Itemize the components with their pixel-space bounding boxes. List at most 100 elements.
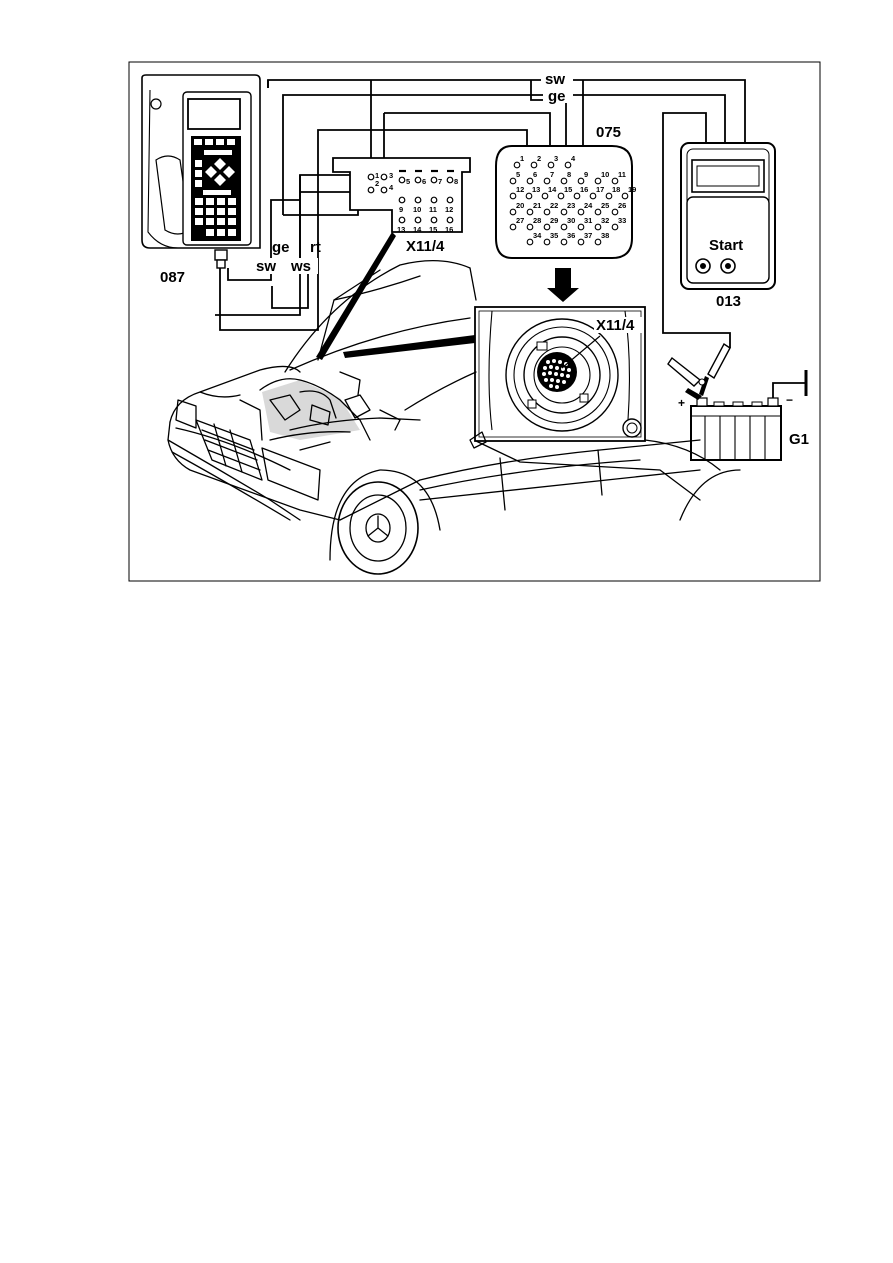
- wire-label-sw-left: sw: [256, 258, 276, 275]
- tester-013-lead-left: [662, 112, 731, 348]
- x11-pin-14: 14: [413, 225, 422, 234]
- box075-pin-label: 12: [516, 185, 524, 194]
- box075-pin-14: [541, 192, 549, 200]
- box075-pin-28: [526, 223, 534, 231]
- detail-x11-4-label: X11/4: [596, 317, 635, 334]
- box075-pin-label: 32: [601, 216, 609, 225]
- connector-x11-4-label: X11/4: [406, 238, 445, 255]
- x11-pin-6: 6: [422, 177, 426, 186]
- x11-pin-11: 11: [429, 205, 437, 214]
- box075-pin-2: [530, 161, 538, 169]
- box075-pin-4: [564, 161, 572, 169]
- box075-pin-label: 35: [550, 231, 558, 240]
- wire-label-rt-left: rt: [310, 239, 321, 256]
- box075-pin-label: 14: [548, 185, 557, 194]
- tester-display: [187, 98, 241, 130]
- engine-bay: [262, 380, 360, 440]
- x11-pin-10: 10: [413, 205, 421, 214]
- connector-leader: [316, 232, 396, 360]
- wire-color-labels: sw ge ge rt sw ws: [253, 71, 573, 275]
- box075-pin-17: [589, 192, 597, 200]
- x11-pin-12: 12: [445, 205, 453, 214]
- box075-pin-label: 26: [618, 201, 626, 210]
- box075-pin-33: [611, 223, 619, 231]
- start-label: Start: [709, 237, 743, 254]
- box075-pin-label: 6: [533, 170, 537, 179]
- tester-087-label: 087: [160, 269, 185, 286]
- box075-pin-label: 21: [533, 201, 541, 210]
- box075-pin-label: 3: [554, 154, 558, 163]
- x11-pin-4: 4: [389, 183, 394, 192]
- box075-pin-27: [509, 223, 517, 231]
- box075-pin-7: [543, 177, 551, 185]
- battery-plus: +: [678, 396, 685, 410]
- box075-pin-31: [577, 223, 585, 231]
- tester-mount-hole: [150, 98, 162, 110]
- box075-pin-label: 28: [533, 216, 541, 225]
- box075-pin-36: [560, 238, 568, 246]
- connector-x11-4: 1 3 2 4 5 6 7 8 9 10 11 12 13 14 15 16: [332, 157, 471, 234]
- box075-pin-29: [543, 223, 551, 231]
- box075-pin-22: [543, 208, 551, 216]
- box075-pin-label: 30: [567, 216, 575, 225]
- tester-013-display: [691, 159, 765, 193]
- box075-pin-20: [509, 208, 517, 216]
- box075-pin-label: 11: [618, 170, 626, 179]
- box075-pin-16: [573, 192, 581, 200]
- x11-pin-15: 15: [429, 225, 437, 234]
- battery-minus: −: [786, 393, 793, 407]
- box075-pin-10: [594, 177, 602, 185]
- down-arrow: [547, 268, 579, 302]
- box075-pin-label: 13: [532, 185, 540, 194]
- box075-pin-label: 1: [520, 154, 524, 163]
- tester-013-label: 013: [716, 293, 741, 310]
- tester-087-wires: [215, 79, 746, 331]
- box075-pin-label: 29: [550, 216, 558, 225]
- x11-pin-5: 5: [406, 177, 410, 186]
- box075-pin-38: [594, 238, 602, 246]
- box075-pin-37: [577, 238, 585, 246]
- box075-pin-11: [611, 177, 619, 185]
- box075-pin-label: 7: [550, 170, 554, 179]
- x11-pin-1: 1: [375, 171, 379, 180]
- box075-pin-35: [543, 238, 551, 246]
- box075-pin-label: 38: [601, 231, 609, 240]
- box075-pin-label: 17: [596, 185, 604, 194]
- box075-pin-label: 4: [571, 154, 576, 163]
- box075-pin-label: 8: [567, 170, 571, 179]
- battery-g1: [667, 342, 808, 461]
- box075-pin-label: 15: [564, 185, 572, 194]
- x11-pin-7: 7: [438, 177, 442, 186]
- box075-pin-label: 18: [612, 185, 620, 194]
- box075-pin-label: 20: [516, 201, 524, 210]
- box075-pin-label: 36: [567, 231, 575, 240]
- x11-pin-8: 8: [454, 177, 458, 186]
- box075-pin-label: 9: [584, 170, 588, 179]
- inset-leader: [343, 335, 475, 358]
- breakout-box-075-label: 075: [596, 124, 621, 141]
- box075-pin-label: 16: [580, 185, 588, 194]
- box075-pin-label: 5: [516, 170, 520, 179]
- box075-pin-label: 25: [601, 201, 609, 210]
- wire-label-ge-top: ge: [548, 88, 566, 105]
- x11-pin-2: 2: [375, 179, 379, 188]
- tester-087: [141, 74, 261, 269]
- box075-pin-25: [594, 208, 602, 216]
- box075-pin-30: [560, 223, 568, 231]
- box075-pin-label: 37: [584, 231, 592, 240]
- tester-013: [680, 142, 776, 290]
- battery-g1-label: G1: [789, 431, 809, 448]
- x11-pin-9: 9: [399, 205, 403, 214]
- box075-pin-1: [513, 161, 521, 169]
- figure-frame: [128, 61, 821, 582]
- wire-label-ws-left: ws: [290, 258, 311, 275]
- box075-pin-23: [560, 208, 568, 216]
- box075-pin-label: 2: [537, 154, 541, 163]
- box075-pin-26: [611, 208, 619, 216]
- wire-label-sw-top: sw: [545, 71, 565, 88]
- box075-pin-3: [547, 161, 555, 169]
- box075-pin-13: [525, 192, 533, 200]
- wire-label-ge-left: ge: [272, 239, 290, 256]
